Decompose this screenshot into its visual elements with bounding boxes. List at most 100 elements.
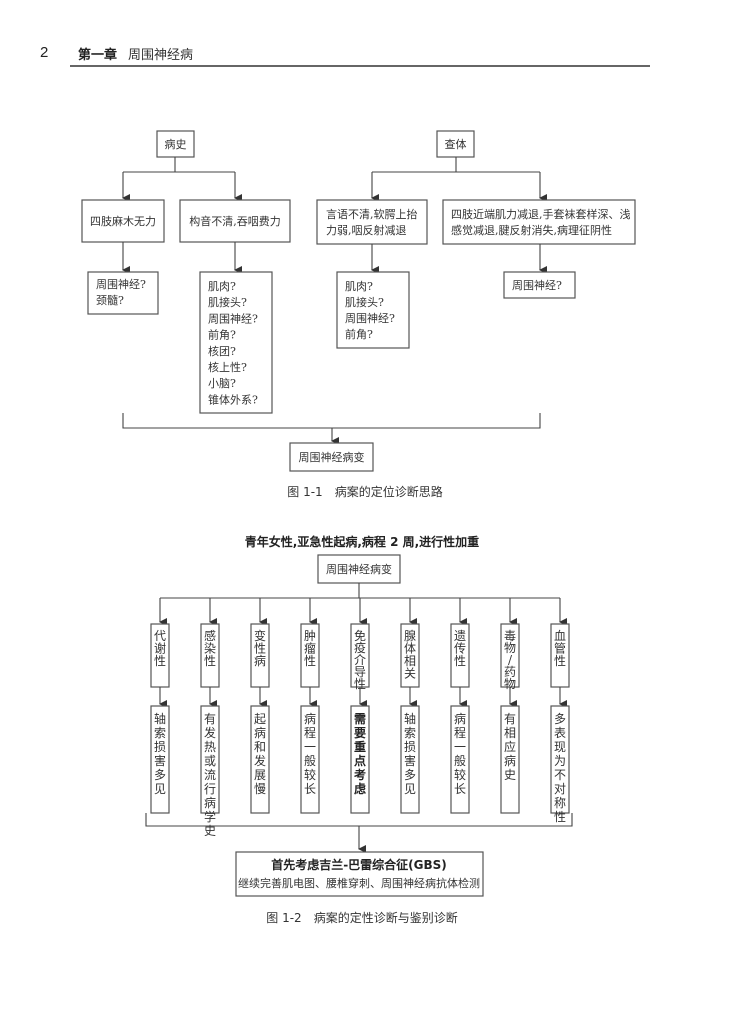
vertical-char: 表 bbox=[554, 726, 566, 740]
vertical-char: 肿 bbox=[304, 628, 316, 643]
history-child-label: 构音不清,吞咽费力 bbox=[189, 214, 281, 228]
result-box bbox=[199, 271, 273, 414]
vertical-char: 腺 bbox=[404, 629, 416, 643]
vertical-char: 体 bbox=[404, 642, 416, 656]
chapter-label: 第一章 bbox=[78, 48, 118, 63]
result-line: 前角? bbox=[208, 328, 236, 342]
note-box bbox=[550, 705, 570, 814]
result-line: 周围神经? bbox=[345, 311, 395, 325]
result-box bbox=[503, 271, 576, 299]
header-rule bbox=[70, 65, 650, 67]
conclusion-box bbox=[289, 442, 374, 472]
vertical-char: 不 bbox=[554, 768, 566, 782]
vertical-char: 传 bbox=[454, 641, 466, 656]
vertical-char: 点 bbox=[354, 753, 366, 768]
vertical-char: 对 bbox=[554, 782, 566, 796]
vertical-char: 现 bbox=[554, 740, 566, 754]
note-box bbox=[350, 705, 370, 814]
exam-child-label: 言语不清,软腭上抬 bbox=[326, 207, 418, 221]
final-conclusion-detail: 继续完善肌电图、腰椎穿刺、周围神经病抗体检测 bbox=[238, 876, 480, 890]
vertical-char: 需 bbox=[354, 712, 366, 726]
vertical-char: 多 bbox=[554, 712, 566, 726]
vertical-char: 较 bbox=[304, 767, 316, 782]
vertical-char: 展 bbox=[254, 768, 266, 782]
history-box bbox=[156, 130, 195, 158]
result-line: 核团? bbox=[208, 344, 236, 358]
vertical-char: 较 bbox=[454, 767, 466, 782]
vertical-char: / bbox=[508, 653, 513, 667]
category-label: 毒物/药物 bbox=[504, 629, 516, 691]
exam-label: 查体 bbox=[445, 137, 467, 151]
final-conclusion-box bbox=[235, 851, 484, 897]
result-line: 肌接头? bbox=[208, 296, 247, 309]
vertical-char: 程 bbox=[304, 725, 316, 740]
vertical-char: 损 bbox=[154, 740, 166, 754]
vertical-char: 一 bbox=[454, 740, 466, 754]
vertical-char: 长 bbox=[304, 782, 316, 796]
vertical-char: 见 bbox=[154, 782, 166, 796]
vertical-char: 免 bbox=[354, 628, 366, 643]
figure-2-qualitative-diagnosis-flowchart: 青年女性,亚急性起病,病程 2 周,进行性加重周围神经病变代谢性轴索损害多见感染… bbox=[145, 534, 573, 925]
vertical-char: 多 bbox=[154, 768, 166, 782]
vertical-char: 性 bbox=[554, 810, 566, 824]
vertical-char: 性 bbox=[154, 654, 166, 668]
vertical-char: 称 bbox=[554, 796, 566, 810]
result-line: 周围神经? bbox=[512, 278, 562, 292]
vertical-char: 染 bbox=[204, 641, 216, 656]
vertical-char: 病 bbox=[454, 711, 466, 726]
result-line: 核上性? bbox=[208, 360, 247, 374]
vertical-char: 性 bbox=[304, 654, 316, 668]
vertical-char: 导 bbox=[354, 665, 366, 679]
result-box bbox=[336, 271, 410, 349]
result-line: 小脑? bbox=[208, 377, 236, 390]
vertical-char: 见 bbox=[404, 782, 416, 796]
vertical-char: 重 bbox=[354, 739, 366, 754]
chapter-title: 周围神经病 bbox=[128, 48, 194, 63]
conclusion-label: 周围神经病变 bbox=[299, 450, 365, 464]
exam-child-label: 四肢近端肌力减退,手套袜套样深、浅 bbox=[451, 207, 631, 221]
vertical-char: 般 bbox=[454, 753, 466, 768]
note-box bbox=[400, 705, 420, 814]
vertical-char: 史 bbox=[204, 824, 216, 838]
vertical-char: 起 bbox=[254, 712, 266, 726]
vertical-char: 代 bbox=[154, 629, 166, 643]
category-label: 肿瘤性 bbox=[304, 628, 316, 668]
vertical-char: 病 bbox=[304, 711, 316, 726]
note-box bbox=[500, 705, 520, 814]
figure-2-subtitle: 青年女性,亚急性起病,病程 2 周,进行性加重 bbox=[245, 534, 479, 549]
vertical-char: 史 bbox=[504, 768, 516, 782]
history-label: 病史 bbox=[165, 137, 187, 151]
vertical-char: 血 bbox=[554, 629, 566, 643]
vertical-char: 程 bbox=[454, 725, 466, 740]
root-box bbox=[317, 554, 401, 584]
result-line: 颈髓? bbox=[96, 294, 124, 307]
vertical-char: 病 bbox=[254, 725, 266, 740]
vertical-char: 药 bbox=[504, 665, 516, 679]
vertical-char: 般 bbox=[304, 753, 316, 768]
vertical-char: 慢 bbox=[254, 782, 266, 796]
result-line: 肌肉? bbox=[345, 280, 373, 293]
result-line: 肌肉? bbox=[208, 280, 236, 293]
category-label: 代谢性 bbox=[154, 629, 166, 668]
vertical-char: 有 bbox=[204, 712, 216, 726]
vertical-char: 物 bbox=[504, 641, 516, 655]
merge-bracket bbox=[122, 413, 541, 429]
vertical-char: 病 bbox=[204, 795, 216, 810]
vertical-char: 流 bbox=[204, 768, 216, 782]
vertical-char: 管 bbox=[554, 641, 566, 656]
vertical-char: 性 bbox=[454, 654, 466, 668]
note-box bbox=[450, 705, 470, 814]
vertical-char: 行 bbox=[204, 782, 216, 796]
figure-2-caption: 图 1-2 病案的定性诊断与鉴别诊断 bbox=[266, 910, 457, 925]
